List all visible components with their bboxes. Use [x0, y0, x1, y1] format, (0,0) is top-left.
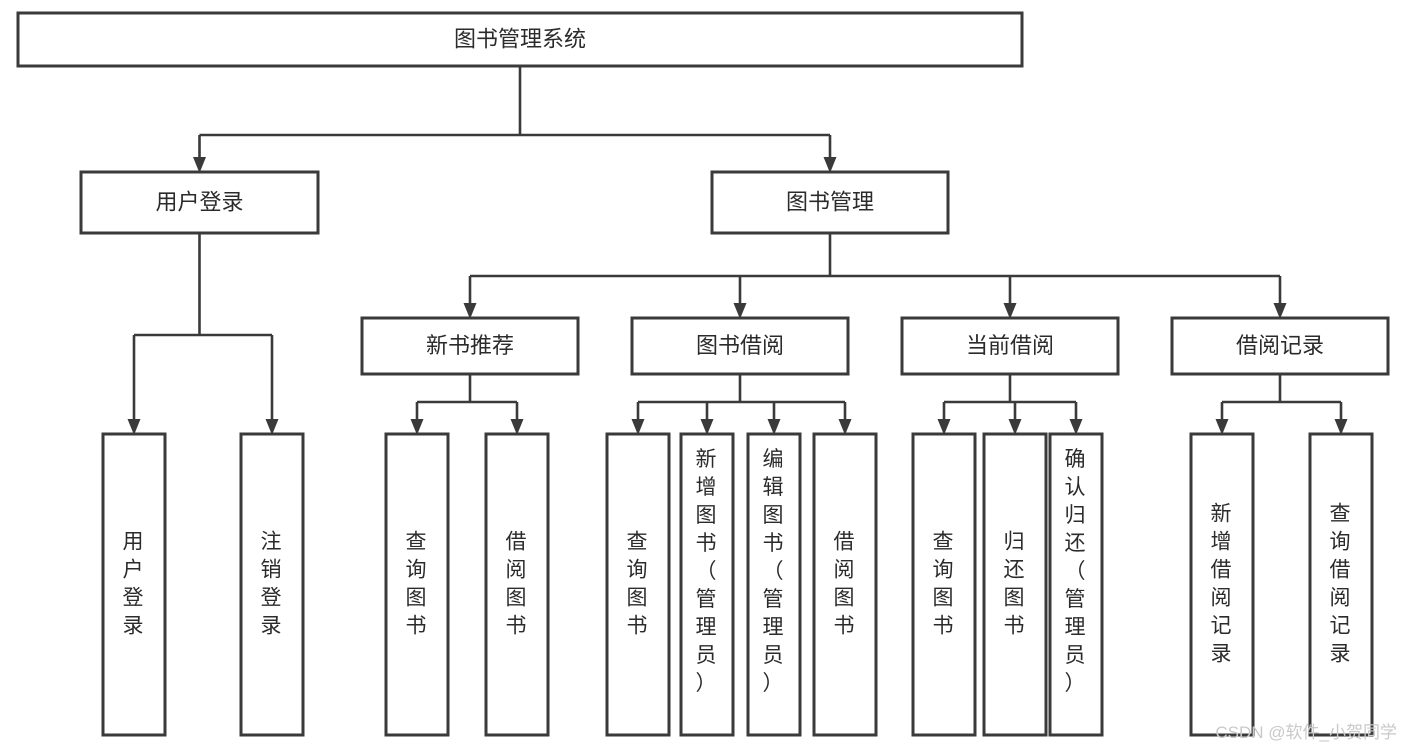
- node-leaf-return-book-box[interactable]: [982, 432, 1048, 737]
- node-leaf-edit-book-label: 编辑图书（管理员）: [763, 448, 786, 695]
- node-leaf-query-book-3[interactable]: 查询图书: [911, 432, 977, 737]
- arrowhead-leaf-user-login: [127, 419, 141, 435]
- node-leaf-user-logout-label: 注销登录: [261, 530, 284, 637]
- node-book-manage-box[interactable]: [710, 170, 950, 235]
- node-leaf-query-book-1[interactable]: 查询图书: [384, 432, 450, 737]
- node-leaf-user-login-label: 用户登录: [123, 530, 146, 637]
- node-leaf-query-book-2-box[interactable]: [605, 432, 671, 737]
- node-leaf-add-record-label: 新增借阅记录: [1211, 502, 1234, 665]
- node-user-login-box[interactable]: [79, 170, 320, 235]
- node-new-book-recommend-label: 新书推荐: [426, 333, 514, 358]
- node-leaf-return-book[interactable]: 归还图书: [982, 432, 1048, 737]
- arrowhead-user-login: [193, 157, 206, 173]
- node-borrow-record-box[interactable]: [1170, 316, 1390, 376]
- arrowhead-leaf-borrow-book-2: [838, 419, 852, 435]
- arrowhead-current-borrow: [1003, 303, 1017, 319]
- node-current-borrow-label: 当前借阅: [966, 333, 1054, 358]
- node-book-borrow-label: 图书借阅: [696, 333, 784, 358]
- arrowhead-borrow-record: [1273, 303, 1287, 319]
- node-leaf-query-record-label: 查询借阅记录: [1330, 502, 1353, 665]
- node-leaf-borrow-book-1-box[interactable]: [484, 432, 550, 737]
- node-root[interactable]: 图书管理系统: [16, 11, 1024, 68]
- node-leaf-add-book-label: 新增图书（管理员）: [696, 448, 719, 695]
- arrowhead-leaf-edit-book: [767, 419, 781, 435]
- node-leaf-query-book-3-label: 查询图书: [933, 530, 956, 637]
- arrowhead-leaf-query-book-2: [631, 419, 645, 435]
- node-borrow-record-label: 借阅记录: [1236, 333, 1324, 358]
- node-borrow-record[interactable]: 借阅记录: [1170, 316, 1390, 376]
- arrowhead-book-borrow: [733, 303, 747, 319]
- node-leaf-borrow-book-1[interactable]: 借阅图书: [484, 432, 550, 737]
- node-leaf-edit-book[interactable]: 编辑图书（管理员）: [746, 432, 802, 737]
- node-new-book-recommend-box[interactable]: [360, 316, 580, 376]
- node-book-borrow[interactable]: 图书借阅: [630, 316, 850, 376]
- node-current-borrow[interactable]: 当前借阅: [900, 316, 1120, 376]
- node-leaf-edit-book-box[interactable]: [746, 432, 802, 737]
- node-leaf-query-book-1-box[interactable]: [384, 432, 450, 737]
- node-book-manage-label: 图书管理: [786, 189, 874, 214]
- arrowhead-new-book-recommend: [463, 303, 477, 319]
- node-leaf-query-record[interactable]: 查询借阅记录: [1308, 432, 1374, 737]
- node-leaf-confirm-return[interactable]: 确认归还（管理员）: [1048, 432, 1104, 737]
- node-user-login[interactable]: 用户登录: [79, 170, 320, 235]
- arrowhead-leaf-add-record: [1215, 419, 1229, 435]
- node-leaf-add-record[interactable]: 新增借阅记录: [1189, 432, 1255, 737]
- node-layer: 图书管理系统用户登录图书管理新书推荐图书借阅当前借阅借阅记录用户登录注销登录查询…: [16, 11, 1390, 737]
- arrowhead-leaf-user-logout: [265, 419, 279, 435]
- node-root-box[interactable]: [16, 11, 1024, 68]
- node-leaf-confirm-return-label: 确认归还（管理员）: [1065, 448, 1088, 695]
- node-user-login-label: 用户登录: [155, 189, 243, 214]
- node-leaf-return-book-label: 归还图书: [1004, 530, 1027, 637]
- node-leaf-add-record-box[interactable]: [1189, 432, 1255, 737]
- node-root-label: 图书管理系统: [454, 26, 586, 51]
- connector-layer: [127, 66, 1348, 435]
- node-book-manage[interactable]: 图书管理: [710, 170, 950, 235]
- node-leaf-borrow-book-1-label: 借阅图书: [506, 530, 529, 637]
- node-leaf-user-logout[interactable]: 注销登录: [239, 432, 305, 737]
- node-leaf-borrow-book-2-label: 借阅图书: [834, 530, 857, 637]
- arrowhead-leaf-return-book: [1008, 419, 1022, 435]
- arrowhead-leaf-query-book-1: [410, 419, 424, 435]
- node-leaf-user-login-box[interactable]: [101, 432, 167, 737]
- node-leaf-query-book-1-label: 查询图书: [406, 530, 429, 637]
- node-new-book-recommend[interactable]: 新书推荐: [360, 316, 580, 376]
- node-leaf-user-login[interactable]: 用户登录: [101, 432, 167, 737]
- node-leaf-add-book[interactable]: 新增图书（管理员）: [679, 432, 735, 737]
- node-leaf-query-book-2-label: 查询图书: [627, 530, 650, 637]
- arrowhead-leaf-borrow-book-1: [510, 419, 524, 435]
- arrowhead-leaf-query-record: [1334, 419, 1348, 435]
- node-leaf-query-book-2[interactable]: 查询图书: [605, 432, 671, 737]
- node-leaf-borrow-book-2-box[interactable]: [812, 432, 878, 737]
- arrowhead-book-manage: [823, 157, 837, 173]
- node-current-borrow-box[interactable]: [900, 316, 1120, 376]
- node-leaf-user-logout-box[interactable]: [239, 432, 305, 737]
- node-leaf-query-record-box[interactable]: [1308, 432, 1374, 737]
- arrowhead-leaf-query-book-3: [937, 419, 951, 435]
- node-leaf-add-book-box[interactable]: [679, 432, 735, 737]
- node-book-borrow-box[interactable]: [630, 316, 850, 376]
- node-leaf-borrow-book-2[interactable]: 借阅图书: [812, 432, 878, 737]
- arrowhead-leaf-confirm-return: [1069, 419, 1083, 435]
- arrowhead-leaf-add-book: [700, 419, 714, 435]
- node-leaf-confirm-return-box[interactable]: [1048, 432, 1104, 737]
- node-leaf-query-book-3-box[interactable]: [911, 432, 977, 737]
